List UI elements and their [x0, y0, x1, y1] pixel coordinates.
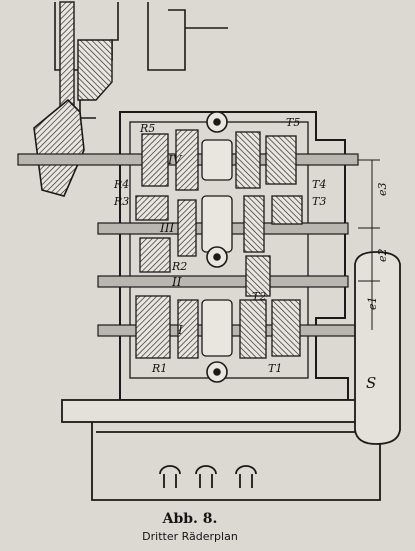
label-e3: e3: [376, 182, 389, 196]
label-t5: T5: [286, 116, 300, 129]
casing-base: [61, 399, 381, 501]
label-shaft-iv: IV: [167, 153, 183, 167]
central-clutches: [201, 139, 233, 357]
label-e2: e2: [376, 248, 389, 262]
label-r1: R1: [151, 362, 167, 375]
label-e1: e1: [366, 296, 379, 310]
label-r2: R2: [171, 260, 187, 273]
label-t1: T1: [268, 362, 282, 375]
gears-right: [235, 131, 303, 359]
upper-drive-shaft: [59, 1, 75, 115]
label-shaft-ii: II: [171, 275, 182, 289]
figure-number: Abb. 8.: [162, 511, 218, 527]
dimension-lines: [358, 159, 380, 330]
label-t4: T4: [312, 178, 326, 191]
label-t2: T2: [252, 290, 266, 303]
drive-gear-housing: [77, 39, 113, 101]
bevel-gear: [33, 98, 85, 197]
shaft-ii: [97, 275, 349, 288]
label-shaft-i: I: [177, 323, 183, 337]
pulley: [354, 251, 401, 445]
figure-title: Dritter Räderplan: [142, 530, 238, 543]
gears-left: [135, 129, 199, 359]
label-s: S: [366, 374, 376, 392]
label-r5: R5: [139, 122, 155, 135]
bearing-circles: [206, 111, 228, 383]
label-shaft-iii: III: [159, 221, 174, 235]
label-r4: R4: [113, 178, 129, 191]
label-r3: R3: [113, 195, 129, 208]
label-t3: T3: [312, 195, 326, 208]
